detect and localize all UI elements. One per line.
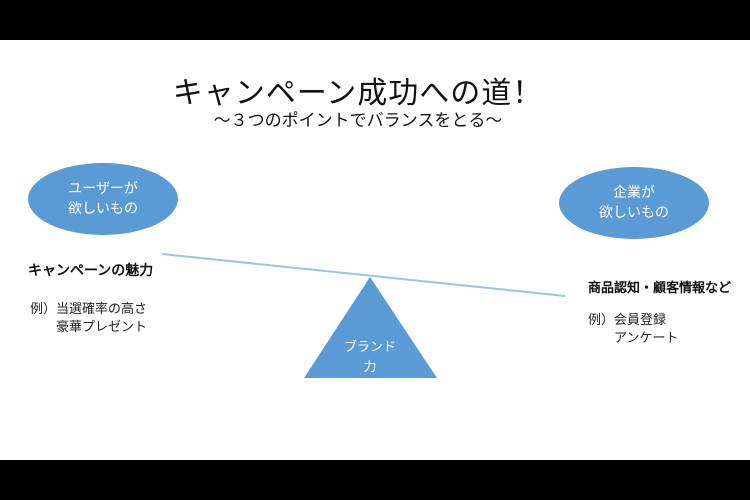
slide-title: キャンペーン成功への道！ [172, 76, 544, 111]
brand-power-line2: 力 [363, 360, 377, 375]
user-wants-line2: 欲しいもの [68, 201, 138, 217]
balance-beam [161, 253, 566, 297]
company-info-example-line2: アンケート [614, 331, 679, 346]
user-wants-line1: ユーザーが [68, 181, 138, 197]
slide: キャンペーン成功への道！ ～３つのポイントでバランスをとる～ ユーザーが 欲しい… [0, 40, 750, 460]
company-info-heading: 商品認知・顧客情報など [588, 281, 732, 296]
campaign-appeal-example-line1: 例）当選確率の高さ [30, 302, 148, 317]
company-wants-line2: 欲しいもの [599, 205, 669, 221]
balance-diagram [161, 253, 566, 378]
slide-subtitle: ～３つのポイントでバランスをとる～ [213, 111, 503, 131]
brand-power-label: ブランド 力 [340, 338, 400, 378]
fulcrum-triangle [304, 277, 437, 378]
company-wants-line1: 企業が [613, 185, 655, 201]
company-info-example: 例）会員登録 アンケート [588, 312, 678, 348]
campaign-appeal-example-line2: 豪華プレゼント [56, 320, 148, 335]
campaign-appeal-heading: キャンペーンの魅力 [28, 263, 154, 279]
company-wants-ellipse: 企業が 欲しいもの [559, 167, 709, 239]
company-info-example-line1: 例）会員登録 [588, 313, 667, 328]
user-wants-ellipse: ユーザーが 欲しいもの [28, 163, 178, 235]
campaign-appeal-example: 例）当選確率の高さ 豪華プレゼント [30, 301, 147, 337]
brand-power-line1: ブランド [343, 340, 396, 355]
